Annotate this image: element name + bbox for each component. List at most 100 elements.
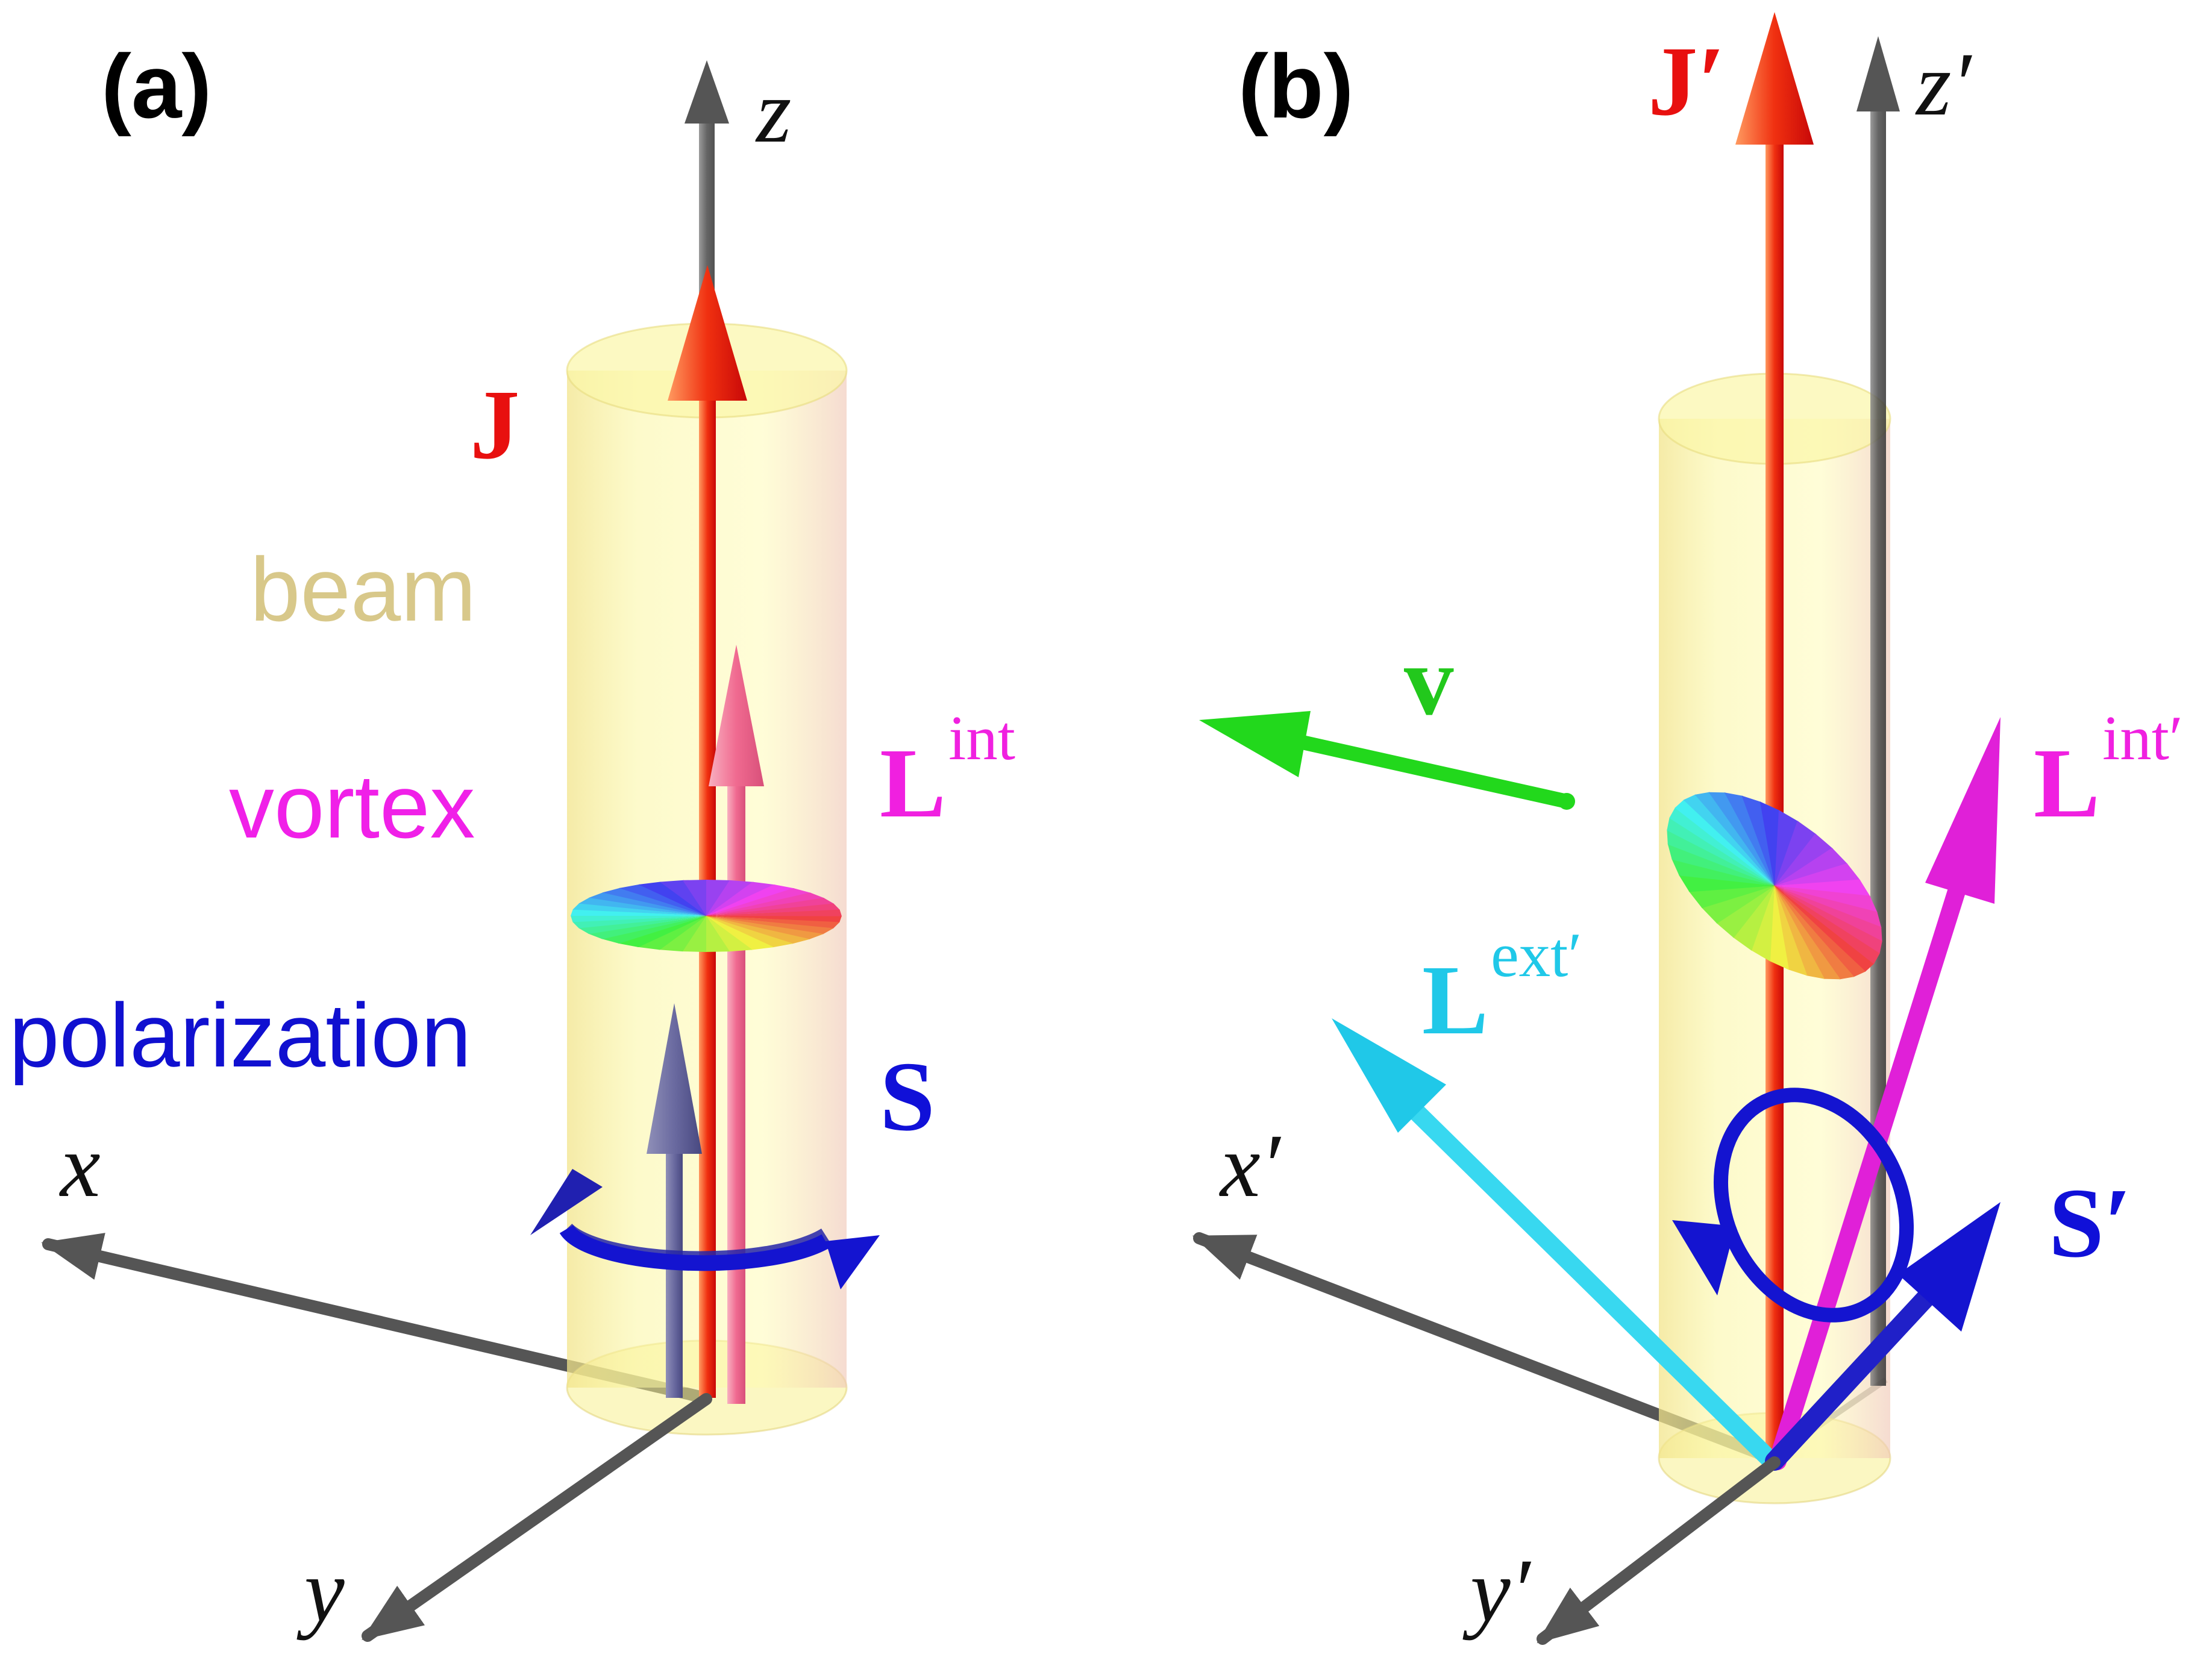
vortex-wedge — [572, 903, 706, 916]
vortex-wedge — [706, 888, 811, 916]
l-int-vector-a — [709, 645, 764, 1404]
vortex-wedge — [1775, 886, 1808, 976]
vortex-wedge — [660, 880, 706, 916]
vortex-wedge — [578, 897, 706, 916]
vortex-wedge — [706, 916, 794, 948]
panel-b: (b) z′ x′ y′ J′ L int′ L ext′ S′ v — [1192, 12, 2183, 1645]
panel-a: (a) z x y J L int S beam vortex polariza… — [9, 36, 1015, 1642]
z-axis-b — [1870, 96, 1886, 1386]
y-axis-label-b: y′ — [1462, 1541, 1532, 1641]
vortex-wedge — [571, 915, 706, 922]
vortex-wedge — [682, 880, 708, 916]
vortex-wedge — [706, 880, 754, 916]
vortex-wedge — [1775, 810, 1799, 886]
panel-label-a: (a) — [101, 36, 211, 137]
y-axis-b — [1537, 1456, 1781, 1645]
l-int-sup-a: int — [948, 703, 1015, 773]
z-axis-head-b — [1856, 36, 1900, 111]
vortex-wedge — [1775, 848, 1848, 886]
vortex-wedge — [637, 916, 706, 950]
j-label-b: J′ — [1648, 26, 1726, 136]
l-ext-sup-b: ext′ — [1491, 919, 1582, 990]
vortex-wedge — [706, 892, 824, 916]
vortex-wedge — [588, 916, 706, 939]
y-axis-label-a: y — [296, 1541, 345, 1641]
vortex-wedge — [601, 916, 706, 944]
vortex-wedge — [578, 916, 706, 934]
vortex-disk-b — [1667, 792, 1882, 980]
vortex-wedge — [638, 881, 706, 916]
vortex-wedge — [704, 916, 730, 952]
polarization-word-label: polarization — [9, 985, 471, 1086]
x-axis-label-a: x — [59, 1116, 101, 1216]
vortex-wedge — [706, 885, 795, 916]
vortex-wedge — [1750, 886, 1775, 962]
vortex-wedge — [572, 916, 706, 928]
vortex-wedge — [658, 916, 706, 952]
vortex-wedge — [1759, 801, 1780, 886]
vortex-wedge — [1669, 807, 1775, 886]
vortex-wedge — [1688, 886, 1775, 909]
vortex-wedge — [1775, 833, 1833, 886]
vortex-wedge — [1675, 800, 1775, 886]
vortex-wedge — [1775, 886, 1880, 965]
l-int-vector-b — [1769, 717, 2001, 1470]
vortex-wedge — [619, 884, 706, 916]
vortex-wedge — [1775, 863, 1861, 886]
s-vector-a — [647, 1003, 702, 1398]
l-int-base-b: L — [2034, 728, 2100, 838]
vortex-wedge — [706, 916, 824, 940]
vortex-wedge — [1775, 821, 1817, 886]
l-int-sup-b: int′ — [2102, 703, 2183, 773]
vortex-wedge — [602, 888, 706, 916]
z-axis-label-b: z′ — [1915, 34, 1972, 134]
polarization-loop-b — [1672, 1088, 1914, 1323]
vortex-wedge — [1775, 886, 1875, 972]
vortex-disk-a — [571, 880, 842, 952]
vortex-wedge — [706, 916, 840, 929]
vortex-wedge — [706, 916, 834, 935]
vortex-wedge — [1701, 886, 1775, 924]
vortex-wedge — [1775, 886, 1882, 954]
s-label-a: S — [880, 1041, 935, 1151]
vortex-wedge — [1775, 886, 1825, 979]
vortex-wedge — [1667, 817, 1775, 886]
l-int-label-a: L int — [880, 703, 1015, 838]
polarization-loop-a — [530, 1169, 880, 1289]
vortex-wedge — [1775, 879, 1871, 897]
vortex-wedge — [1732, 886, 1775, 951]
s-vector-b — [1765, 1202, 2001, 1471]
vortex-wedge — [706, 881, 775, 916]
j-vector-b — [1735, 12, 1814, 1464]
vortex-wedge — [589, 892, 706, 916]
vortex-wedge — [1741, 795, 1775, 886]
x-axis-label-b: x′ — [1219, 1116, 1282, 1216]
vortex-wedge — [706, 916, 810, 944]
vortex-wedge — [706, 898, 835, 916]
l-ext-label-b: L ext′ — [1422, 919, 1582, 1055]
panel-label-b: (b) — [1238, 36, 1354, 137]
vortex-wedge — [1775, 886, 1855, 980]
vortex-wedge — [706, 916, 753, 952]
vortex-wedge — [706, 916, 774, 950]
v-label-b: v — [1404, 625, 1454, 736]
v-vector-b — [1199, 711, 1575, 810]
l-int-label-b: L int′ — [2034, 703, 2183, 838]
j-label-a: J — [470, 369, 520, 480]
beam-word-label: beam — [250, 539, 476, 640]
vortex-wedge — [706, 903, 840, 916]
l-int-base-a: L — [880, 728, 946, 838]
vortex-wedge — [1769, 886, 1790, 970]
z-axis-label-a: z — [755, 61, 791, 161]
vortex-wedge — [1694, 792, 1775, 886]
vortex-wedge — [618, 916, 706, 947]
l-ext-vector-b — [1332, 1018, 1781, 1470]
z-axis-head-a — [685, 60, 729, 124]
vortex-wedge — [706, 909, 842, 916]
vortex-wedge — [1724, 792, 1775, 886]
vortex-wedge — [1716, 886, 1775, 938]
vortex-wedge — [1678, 874, 1775, 892]
vortex-word-label: vortex — [229, 756, 475, 857]
vortex-wedge — [1683, 794, 1775, 886]
